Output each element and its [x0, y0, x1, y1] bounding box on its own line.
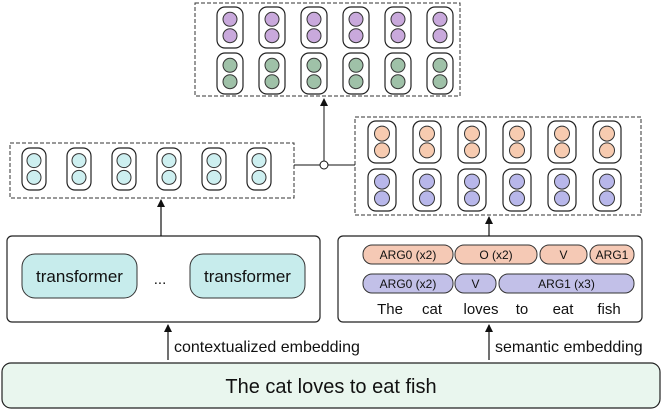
- tag-row2-v-label: V: [471, 277, 479, 291]
- ctx-vector-cell: [161, 169, 177, 185]
- word-fish: fish: [597, 301, 620, 318]
- sem-vector-bottom-cell: [419, 190, 435, 207]
- ctx-vector-cell: [26, 153, 42, 169]
- sem-vector-bottom-cell: [509, 173, 525, 190]
- sem-vector-top-cell: [554, 125, 570, 142]
- sem-vector-bottom-cell: [509, 190, 525, 207]
- tag-row2-arg0-label: ARG0 (x2): [380, 277, 437, 291]
- word-loves: loves: [463, 301, 498, 318]
- transformer-block-right: [189, 253, 306, 299]
- ctx-vector-cell: [71, 153, 87, 169]
- ctx-vector-cell: [26, 169, 42, 185]
- out-vector-bottom-cell: [348, 57, 364, 73]
- semantic-vectors: [367, 120, 622, 212]
- out-vector-bottom-cell: [390, 57, 406, 73]
- input-sentence: The cat loves to eat fish: [225, 376, 436, 398]
- out-vector-bottom-cell: [348, 74, 364, 90]
- word-eat: eat: [553, 301, 575, 318]
- out-vector-top-cell: [348, 28, 364, 44]
- ctx-vector-cell: [116, 153, 132, 169]
- word-to: to: [516, 301, 529, 318]
- out-vector-top-cell: [390, 28, 406, 44]
- sem-vector-bottom-cell: [464, 190, 480, 207]
- out-vector-bottom-cell: [432, 74, 448, 90]
- ctx-vector-cell: [251, 169, 267, 185]
- sem-vector-top-cell: [509, 142, 525, 159]
- tag-row1-arg1-label: ARG1: [596, 248, 629, 262]
- out-vector-top-cell: [222, 11, 238, 27]
- sem-vector-top-cell: [419, 125, 435, 142]
- out-vector-bottom-cell: [306, 74, 322, 90]
- out-vector-bottom-cell: [222, 57, 238, 73]
- output-vectors: [216, 6, 454, 95]
- tag-row1-arg1: [589, 244, 635, 265]
- ctx-vector-cell: [251, 153, 267, 169]
- out-vector-top-cell: [264, 28, 280, 44]
- sem-vector-top-cell: [464, 142, 480, 159]
- out-vector-bottom-cell: [264, 74, 280, 90]
- sem-vector-top-cell: [374, 142, 390, 159]
- sem-vector-bottom-cell: [464, 173, 480, 190]
- contextualized-embedding-label: contextualized embedding: [174, 339, 360, 356]
- tag-row1-o: [454, 244, 538, 265]
- tag-row2-v: [454, 273, 497, 294]
- out-vector-top-cell: [306, 11, 322, 27]
- tag-row1-v: [539, 244, 588, 265]
- tag-row2-arg1: [498, 273, 635, 294]
- sem-vector-top-cell: [464, 125, 480, 142]
- ellipsis: ...: [154, 271, 167, 288]
- transformer-label-right: transformer: [204, 267, 291, 286]
- out-vector-bottom-cell: [264, 57, 280, 73]
- output-vectors-box: [194, 2, 461, 97]
- sem-vector-bottom-cell: [374, 173, 390, 190]
- sem-vector-bottom-cell: [374, 190, 390, 207]
- tag-row1-arg0-label: ARG0 (x2): [380, 248, 437, 262]
- out-vector-bottom-cell: [390, 74, 406, 90]
- tag-row1-v-label: V: [559, 248, 567, 262]
- out-vector-top-cell: [306, 28, 322, 44]
- sem-vector-top-cell: [599, 125, 615, 142]
- tag-row1-o-label: O (x2): [479, 248, 512, 262]
- sem-vector-bottom-cell: [554, 190, 570, 207]
- ctx-vector-cell: [206, 169, 222, 185]
- sem-vector-bottom-cell: [554, 173, 570, 190]
- sem-vector-bottom-cell: [599, 190, 615, 207]
- sem-vector-bottom-cell: [599, 173, 615, 190]
- ctx-vector-cell: [116, 169, 132, 185]
- out-vector-bottom-cell: [222, 74, 238, 90]
- ctx-vector-cell: [71, 169, 87, 185]
- sem-vector-top-cell: [554, 142, 570, 159]
- semantic-embedding-label: semantic embedding: [495, 339, 643, 356]
- out-vector-bottom-cell: [432, 57, 448, 73]
- sem-vector-top-cell: [374, 125, 390, 142]
- out-vector-top-cell: [222, 28, 238, 44]
- out-vector-top-cell: [348, 11, 364, 27]
- transformer-label-left: transformer: [36, 267, 123, 286]
- tag-row1-arg0: [362, 244, 454, 265]
- word-the: The: [377, 301, 403, 318]
- out-vector-bottom-cell: [306, 57, 322, 73]
- tag-row2-arg1-label: ARG1 (x3): [538, 277, 595, 291]
- ctx-vector-cell: [206, 153, 222, 169]
- sem-vector-top-cell: [419, 142, 435, 159]
- out-vector-top-cell: [390, 11, 406, 27]
- transformer-block-left: [21, 253, 138, 299]
- out-vector-top-cell: [432, 28, 448, 44]
- contextual-vectors-box: [9, 142, 295, 199]
- ctx-vector-cell: [161, 153, 177, 169]
- sem-vector-top-cell: [509, 125, 525, 142]
- input-sentence-box: [1, 362, 661, 409]
- contextual-vectors: [21, 147, 272, 191]
- out-vector-top-cell: [432, 11, 448, 27]
- sem-vector-bottom-cell: [419, 173, 435, 190]
- sem-vector-top-cell: [599, 142, 615, 159]
- out-vector-top-cell: [264, 11, 280, 27]
- tag-row2-arg0: [362, 273, 454, 294]
- word-cat: cat: [422, 301, 443, 318]
- fuse-node: [319, 160, 329, 170]
